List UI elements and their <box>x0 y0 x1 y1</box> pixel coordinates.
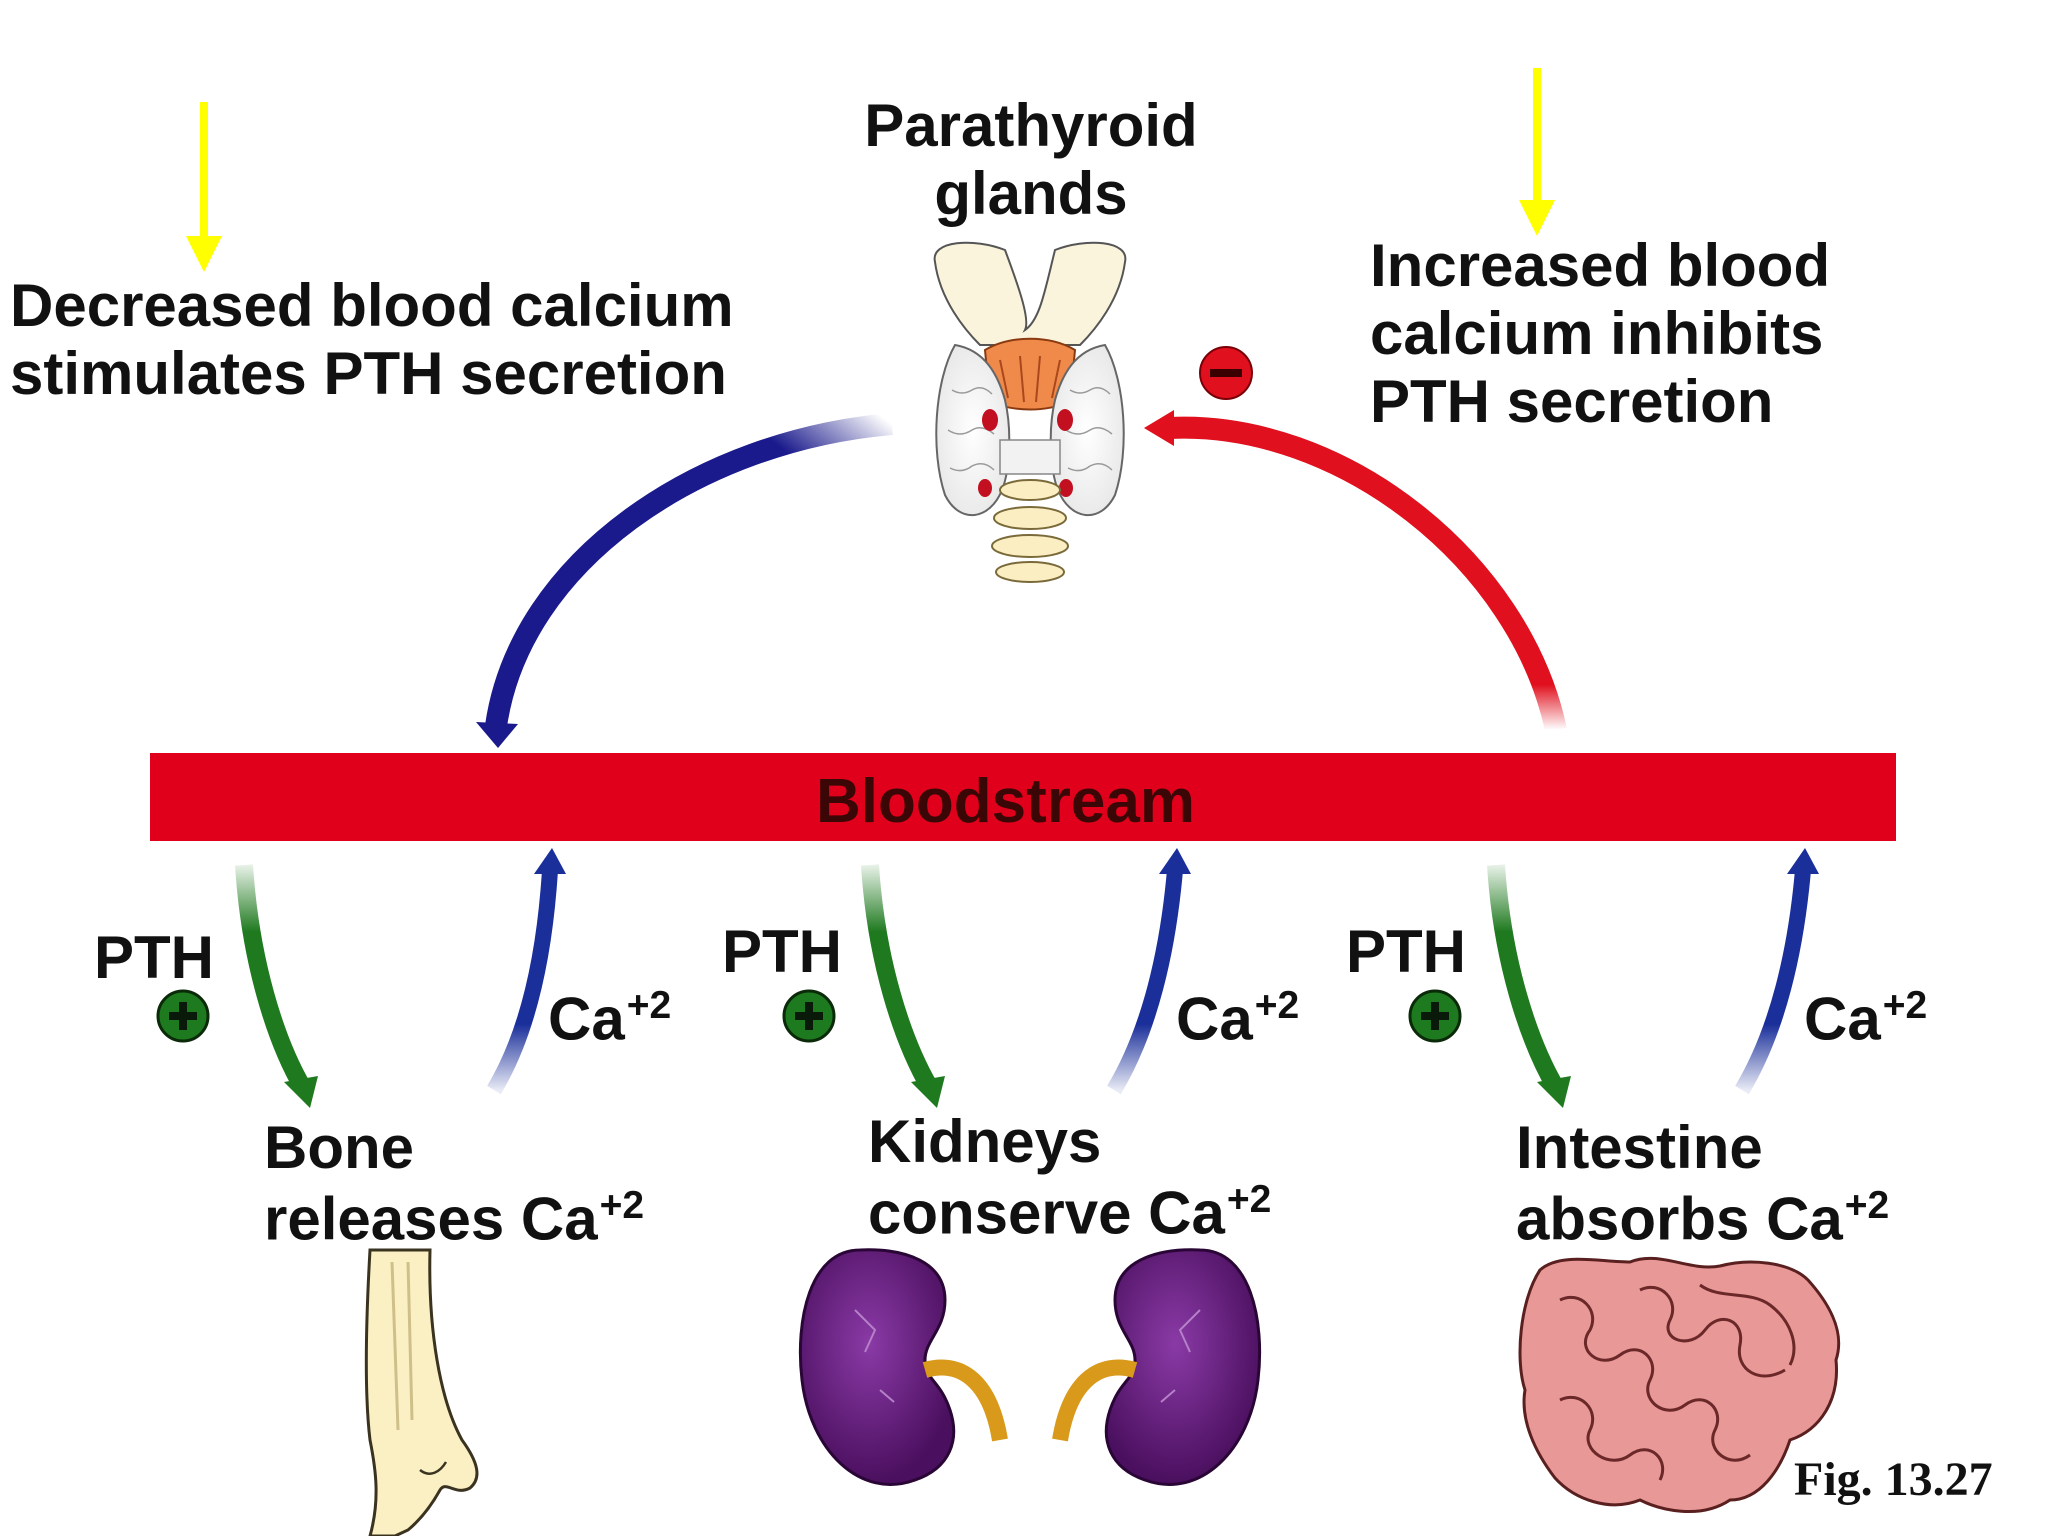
kidneys-label: Kidneys conserve Ca+2 <box>868 1112 1271 1243</box>
stimulate-sign-icon-bone <box>156 989 210 1043</box>
intestine-arrows <box>1487 848 1819 1108</box>
right-note-line1: Increased blood <box>1370 232 1831 299</box>
figure-caption: Fig. 13.27 <box>1794 1453 1993 1506</box>
bone-illustration <box>364 1248 479 1536</box>
stimulate-sign-icon-kidneys <box>782 989 836 1043</box>
yellow-arrow-left <box>186 102 222 272</box>
intestine-label-line2: absorbs Ca+2 <box>1516 1184 1890 1253</box>
ca-text: Ca <box>548 985 625 1053</box>
inhibition-feedback-arrow <box>1144 410 1567 733</box>
pth-secretion-arrow <box>476 413 893 748</box>
left-note: Decreased blood calcium stimulates PTH s… <box>10 276 734 404</box>
intestine-label-line1: Intestine <box>1516 1114 1763 1181</box>
ca-text: Ca <box>1176 985 1253 1053</box>
pth-label-intestine: PTH <box>1346 918 1466 985</box>
intestine-label: Intestine absorbs Ca+2 <box>1516 1118 1889 1249</box>
bone-label-line1: Bone <box>264 1114 414 1181</box>
right-note: Increased blood calcium inhibits PTH sec… <box>1370 236 1830 432</box>
pth-label-kidneys: PTH <box>722 918 842 985</box>
gland-label-line1: Parathyroid <box>864 92 1198 159</box>
stimulate-sign-icon-intestine <box>1408 989 1462 1043</box>
bone-arrows <box>235 848 566 1108</box>
ca-text: Ca <box>1804 985 1881 1053</box>
ca-charge: +2 <box>626 984 672 1027</box>
ca-label-intestine: Ca+2 <box>1804 986 1927 1049</box>
kidney-arrows <box>861 848 1191 1108</box>
gland-label-line2: glands <box>934 160 1128 227</box>
bone-label-line2: releases Ca+2 <box>264 1184 645 1253</box>
ca-label-bone: Ca+2 <box>548 986 671 1049</box>
yellow-arrow-right <box>1519 68 1555 236</box>
bone-label: Bone releases Ca+2 <box>264 1118 644 1249</box>
left-note-line2: stimulates PTH secretion <box>10 340 727 407</box>
ca-label-kidneys: Ca+2 <box>1176 986 1299 1049</box>
bloodstream-label: Bloodstream <box>816 767 1195 836</box>
right-note-line2: calcium inhibits <box>1370 300 1824 367</box>
kidneys-illustration <box>798 1248 1262 1486</box>
bloodstream-band <box>150 753 1896 841</box>
ca-charge: +2 <box>1254 984 1300 1027</box>
pth-label-bone: PTH <box>94 924 214 991</box>
right-note-line3: PTH secretion <box>1370 368 1774 435</box>
kidneys-label-line2: conserve Ca+2 <box>868 1178 1272 1247</box>
kidneys-label-line1: Kidneys <box>868 1108 1102 1175</box>
parathyroid-illustration <box>933 241 1127 583</box>
intestine-illustration <box>1518 1256 1841 1514</box>
ca-charge: +2 <box>1882 984 1928 1027</box>
left-note-line1: Decreased blood calcium <box>10 272 734 339</box>
gland-label: Parathyroid glands <box>836 96 1226 224</box>
inhibit-sign-icon <box>1199 346 1253 400</box>
